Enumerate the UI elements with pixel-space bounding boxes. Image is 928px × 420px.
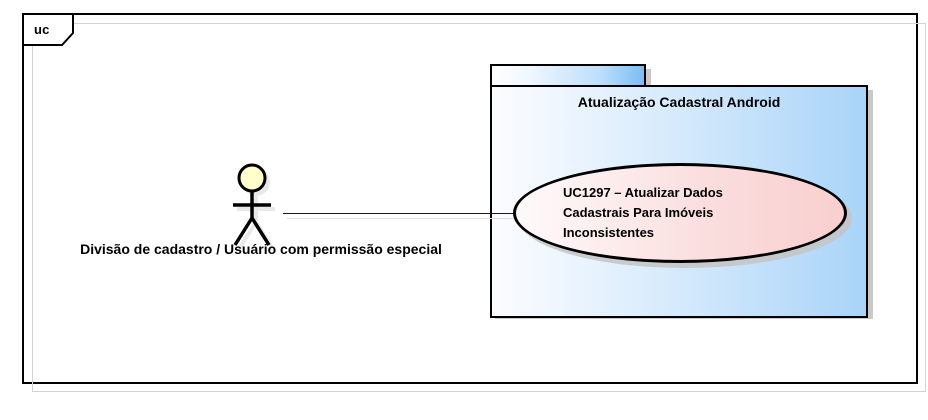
frame-tab: uc (22, 13, 74, 47)
actor-head-icon (237, 163, 267, 193)
frame-tab-shape (22, 13, 74, 46)
usecase-label: UC1297 – Atualizar Dados Cadastrais Para… (563, 183, 813, 243)
usecase-label-line-2: Cadastrais Para Imóveis (563, 205, 714, 220)
actor-left-leg-line (233, 217, 254, 246)
usecase-label-line-1: UC1297 – Atualizar Dados (563, 185, 723, 200)
package-tab (490, 64, 646, 86)
association-actor-to-usecase[interactable] (283, 213, 520, 219)
actor-label: Divisão de cadastro / Usuário com permis… (80, 241, 442, 257)
actor-right-leg-line (250, 217, 271, 246)
usecase-uc1297[interactable]: UC1297 – Atualizar Dados Cadastrais Para… (513, 163, 852, 268)
association-line (283, 213, 516, 214)
package-title: Atualização Cadastral Android (577, 94, 781, 110)
frame-tab-label: uc (34, 22, 50, 37)
usecase-ellipse (513, 163, 847, 263)
actor-figure[interactable] (222, 160, 302, 252)
usecase-label-line-3: Inconsistentes (563, 225, 655, 240)
association-line-shadow (287, 218, 520, 219)
